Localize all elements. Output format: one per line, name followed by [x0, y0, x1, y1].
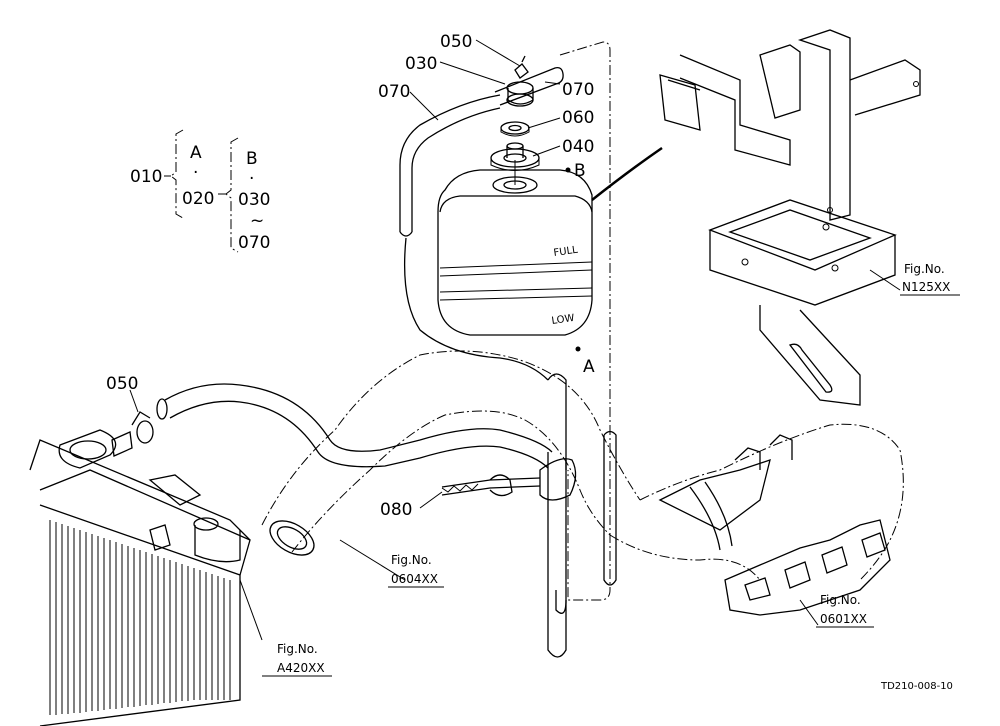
drawing-id: TD210-008-10: [880, 681, 953, 692]
point-a: [575, 346, 581, 352]
point-b: [565, 167, 571, 173]
figure-references: Fig.No. N125XX Fig.No. 0604XX Fig.No. 06…: [262, 262, 960, 677]
label-060: 060: [562, 108, 594, 128]
parts-legend: 010 A · 020 B · 030 ~ 070: [130, 129, 270, 253]
washer-060: [500, 121, 530, 137]
label-050-left: 050: [106, 374, 138, 394]
overflow-hose-radiator: [156, 373, 567, 658]
label-040: 040: [562, 137, 594, 157]
legend-b: B: [246, 149, 258, 169]
fig-n125-title: Fig.No.: [904, 262, 945, 276]
label-070-left: 070: [378, 82, 410, 102]
legend-tilde: ~: [250, 211, 264, 231]
manifold-0601: [609, 423, 904, 626]
fig-n125-code: N125XX: [902, 280, 950, 294]
part-labels: 050 030 070 070 060 040 050 080: [106, 32, 594, 520]
fig-a420-title: Fig.No.: [277, 642, 318, 656]
tank-bracket-n125: [659, 29, 921, 406]
label-080: 080: [380, 500, 412, 520]
radiator: [29, 429, 251, 726]
cap-assembly: [494, 55, 564, 107]
fig-0604-code: 0604XX: [391, 572, 438, 586]
label-050-top: 050: [440, 32, 472, 52]
legend-a: A: [190, 143, 202, 163]
legend-070: 070: [238, 233, 270, 253]
tank-full-mark: FULL: [553, 245, 579, 259]
legend-030: 030: [238, 190, 270, 210]
hose-clamp-left: [111, 411, 154, 457]
legend-020: 020: [182, 189, 214, 209]
legend-010: 010: [130, 167, 162, 187]
ref-b: B: [574, 161, 586, 181]
fig-0601-code: 0601XX: [820, 612, 867, 626]
label-070-right: 070: [562, 80, 594, 100]
reserve-tank: FULL LOW: [437, 146, 663, 336]
legend-dot-1: ·: [193, 163, 198, 183]
fig-0604-title: Fig.No.: [391, 553, 432, 567]
coolant-pipe-0604: [261, 350, 641, 581]
leader-lines: [129, 39, 561, 641]
cable-tie: [441, 458, 577, 501]
ref-a: A: [583, 357, 595, 377]
pipe-sections: [555, 430, 617, 614]
legend-dot-2: ·: [249, 169, 254, 189]
label-030: 030: [405, 54, 437, 74]
tank-overflow-line: [559, 41, 611, 601]
reserve-tank-hose: [399, 94, 549, 381]
fig-a420-code: A420XX: [277, 661, 325, 675]
fig-0601-title: Fig.No.: [820, 593, 861, 607]
radiator-core: [49, 520, 231, 715]
tank-low-mark: LOW: [551, 313, 575, 327]
